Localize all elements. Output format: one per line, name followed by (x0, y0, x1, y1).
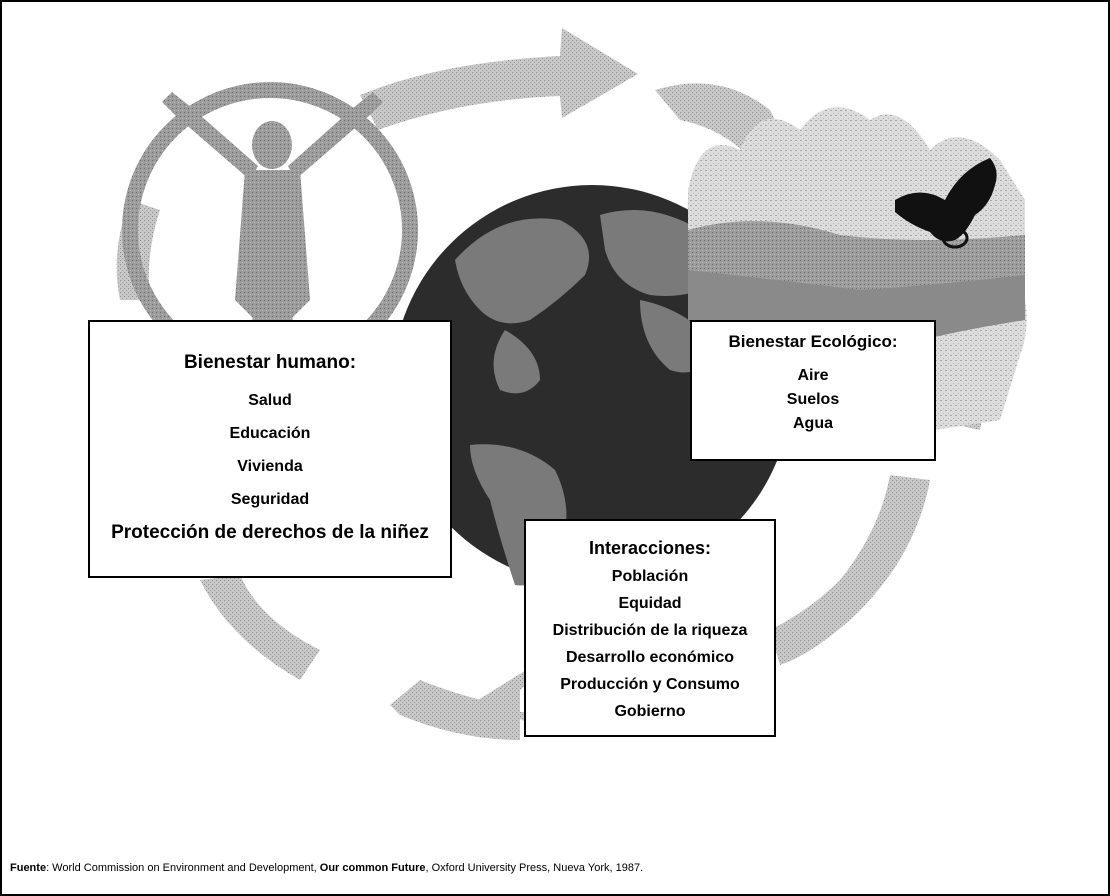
interactions-box: Interacciones: Población Equidad Distrib… (524, 519, 776, 737)
interactions-title: Interacciones: (588, 538, 712, 558)
human-item-education: Educación (229, 425, 311, 442)
human-wellbeing-title: Bienestar humano: (183, 352, 357, 373)
source-title: Our common Future (319, 862, 426, 874)
inter-item-population: Población (611, 568, 689, 585)
human-item-housing: Vivienda (237, 458, 303, 475)
ecological-wellbeing-box: Bienestar Ecológico: Aire Suelos Agua (690, 320, 936, 461)
inter-item-wealth: Distribución de la riqueza (552, 622, 748, 639)
source-citation: Fuente: World Commission on Environment … (10, 862, 643, 874)
source-text-after: , Oxford University Press, Nueva York, 1… (425, 862, 644, 874)
inter-item-production: Producción y Consumo (560, 676, 740, 693)
inter-item-government: Gobierno (614, 703, 686, 720)
inter-item-equity: Equidad (618, 595, 682, 612)
eagle-icon (895, 158, 997, 249)
human-item-health: Salud (248, 392, 292, 409)
source-text-before: : World Commission on Environment and De… (46, 862, 320, 874)
source-label: Fuente (10, 862, 47, 874)
eco-item-water: Agua (793, 415, 833, 432)
ecological-wellbeing-title: Bienestar Ecológico: (728, 332, 898, 351)
eco-item-soil: Suelos (786, 391, 840, 408)
inter-item-development: Desarrollo económico (565, 649, 735, 666)
human-item-security: Seguridad (230, 491, 310, 508)
eco-item-air: Aire (797, 367, 829, 384)
human-wellbeing-box: Bienestar humano: Salud Educación Vivien… (88, 320, 452, 578)
human-item-child-rights: Protección de derechos de la niñez (111, 522, 429, 543)
mountain-landscape-icon (688, 107, 1027, 430)
